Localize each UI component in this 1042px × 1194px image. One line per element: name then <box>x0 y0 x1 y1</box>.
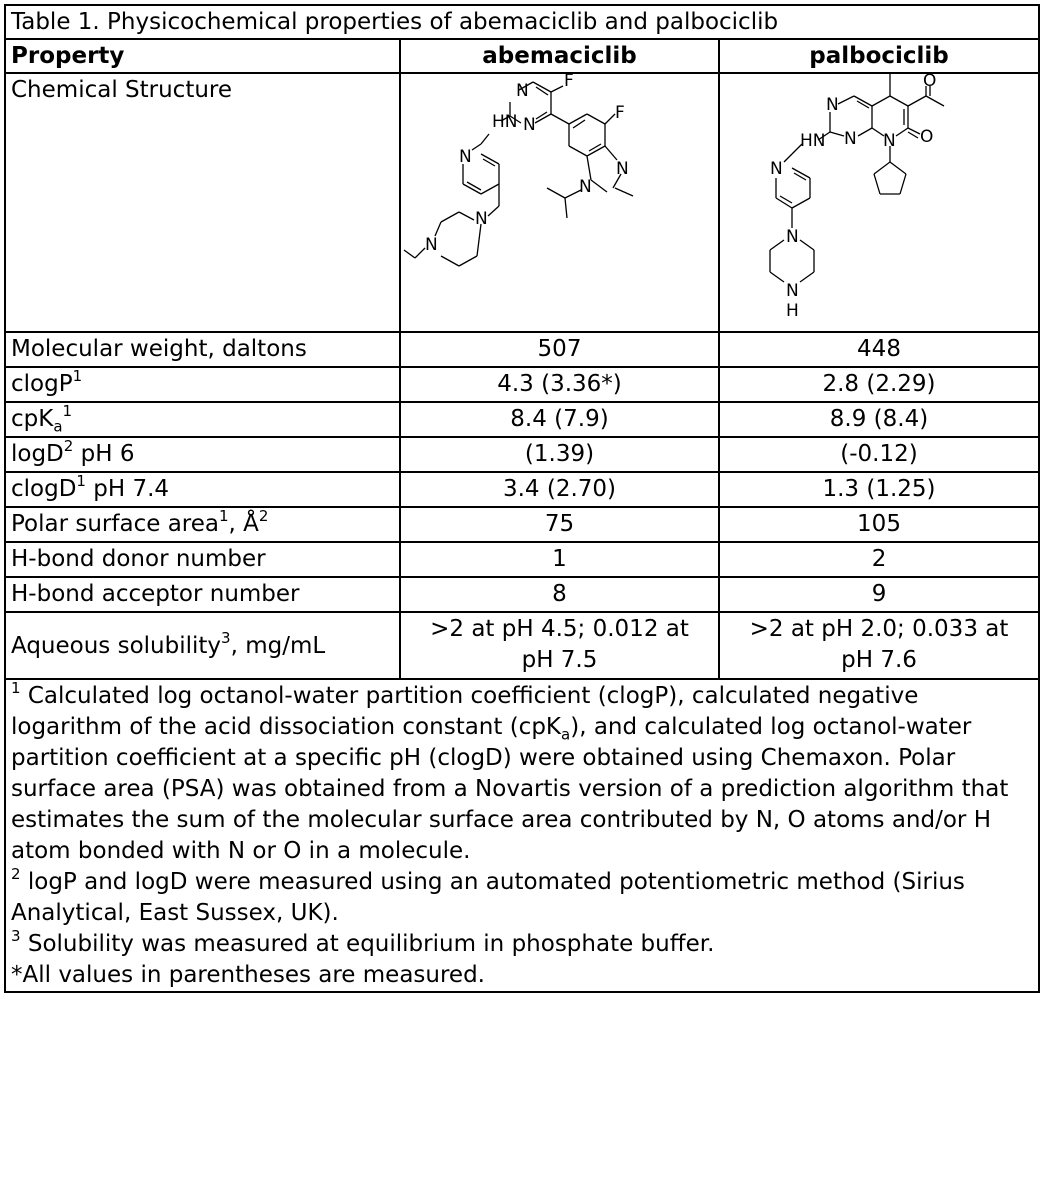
row-label: logD2 pH 6 <box>4 436 401 473</box>
atom-label: N <box>616 159 629 179</box>
abemaciclib-value: 1 <box>399 541 720 578</box>
atom-label: N <box>425 235 438 255</box>
atom-label: N <box>459 147 472 167</box>
palbociclib-value: 105 <box>717 506 1041 543</box>
atom-label: HN <box>492 112 518 132</box>
atom-label: N <box>786 227 799 247</box>
table-row: clogP1 4.3 (3.36*) 2.8 (2.29) <box>4 366 1041 403</box>
palbociclib-structure-cell: O N HN N N O N N N H <box>717 71 1041 333</box>
row-label: H-bond donor number <box>4 541 401 578</box>
palbociclib-value: 448 <box>717 331 1041 368</box>
palbociclib-value: (-0.12) <box>717 436 1041 473</box>
row-label: Molecular weight, daltons <box>4 331 401 368</box>
footnote-4: *All values in parentheses are measured. <box>11 962 485 988</box>
atom-label: N <box>516 81 529 101</box>
row-label: clogD1 pH 7.4 <box>4 471 401 508</box>
atom-label: N <box>883 131 896 151</box>
abemaciclib-value: (1.39) <box>399 436 720 473</box>
table-row: Aqueous solubility3, mg/mL >2 at pH 4.5;… <box>4 611 1041 680</box>
structure-label: Chemical Structure <box>4 72 401 333</box>
palbociclib-value: 8.9 (8.4) <box>717 401 1041 438</box>
row-label: cpKa1 <box>4 401 401 438</box>
table-row: cpKa1 8.4 (7.9) 8.9 (8.4) <box>4 401 1041 438</box>
atom-label: N <box>579 177 592 197</box>
abemaciclib-value: 4.3 (3.36*) <box>399 366 720 403</box>
palbociclib-value: 1.3 (1.25) <box>717 471 1041 508</box>
row-label: Aqueous solubility3, mg/mL <box>4 611 401 680</box>
properties-table: Table 1. Physicochemical properties of a… <box>3 4 1041 993</box>
table-row: Polar surface area1, Å2 75 105 <box>4 506 1041 543</box>
row-label: Polar surface area1, Å2 <box>4 506 401 543</box>
atom-label: O <box>923 74 936 91</box>
table-row: H-bond acceptor number 8 9 <box>4 576 1041 613</box>
table-row: clogD1 pH 7.4 3.4 (2.70) 1.3 (1.25) <box>4 471 1041 508</box>
abemaciclib-structure: N F HN N F N N N N N <box>403 71 634 267</box>
atom-label: N <box>826 95 839 115</box>
atom-label: N <box>475 209 488 229</box>
table-row: logD2 pH 6 (1.39) (-0.12) <box>4 436 1041 473</box>
atom-label: HN <box>800 131 826 151</box>
footnotes: 1 Calculated log octanol-water partition… <box>3 678 1041 993</box>
footnote-2: 2 logP and logD were measured using an a… <box>11 865 965 926</box>
table-row: Molecular weight, daltons 507 448 <box>4 331 1041 368</box>
atom-label: N <box>844 129 857 149</box>
palbociclib-structure: O N HN N N O N N N H <box>769 71 945 321</box>
header-abemaciclib: abemaciclib <box>399 38 720 74</box>
table-row: H-bond donor number 1 2 <box>4 541 1041 578</box>
palbociclib-value: 2 <box>717 541 1041 578</box>
abemaciclib-value: 507 <box>399 331 720 368</box>
abemaciclib-value: 75 <box>399 506 720 543</box>
palbociclib-value: 9 <box>717 576 1041 613</box>
row-label: H-bond acceptor number <box>4 576 401 613</box>
abemaciclib-value: 8 <box>399 576 720 613</box>
abemaciclib-structure-cell: N F HN N F N N N N N <box>399 71 720 333</box>
atom-label: N <box>770 159 783 179</box>
palbociclib-value: 2.8 (2.29) <box>717 366 1041 403</box>
atom-label: N <box>786 281 799 301</box>
header-property: Property <box>4 38 401 74</box>
atom-label: H <box>786 301 799 321</box>
header-palbociclib: palbociclib <box>717 38 1041 74</box>
footnote-1: 1 Calculated log octanol-water partition… <box>11 679 1009 864</box>
abemaciclib-value: 3.4 (2.70) <box>399 471 720 508</box>
table-caption: Table 1. Physicochemical properties of a… <box>3 4 1041 40</box>
atom-label: N <box>523 115 536 135</box>
abemaciclib-value: 8.4 (7.9) <box>399 401 720 438</box>
atom-label: O <box>920 127 933 147</box>
atom-label: F <box>615 103 625 123</box>
row-label: clogP1 <box>4 366 401 403</box>
footnote-3: 3 Solubility was measured at equilibrium… <box>11 927 715 957</box>
atom-label: F <box>564 74 574 91</box>
